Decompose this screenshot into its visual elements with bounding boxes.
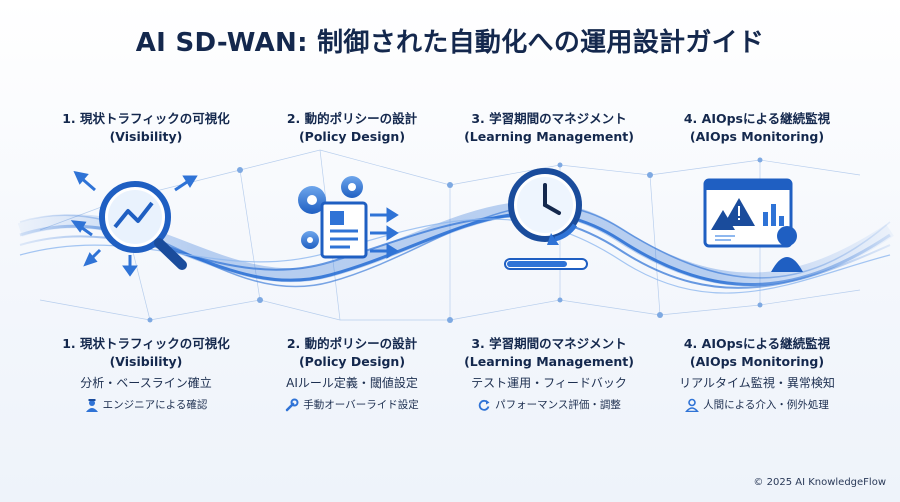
step-3-role-text: パフォーマンス評価・調整: [495, 399, 621, 411]
step-3-bottom-label: 3. 学習期間のマネジメント (Learning Management): [444, 335, 654, 371]
step-1-title: 1. 現状トラフィックの可視化: [62, 111, 230, 126]
step-2-subtitle: (Policy Design): [298, 129, 406, 144]
step-2-role: 手動オーバーライド設定: [247, 397, 457, 412]
refresh-icon: [478, 399, 490, 411]
step-3-description: テスト運用・フィードバック: [471, 376, 627, 390]
step-2-subtitle-repeat: (Policy Design): [298, 354, 406, 369]
step-1-top-label: 1. 現状トラフィックの可視化 (Visibility): [41, 110, 251, 146]
step-1-role-text: エンジニアによる確認: [102, 399, 208, 411]
step-4-title-repeat: 4. AIOpsによる継続監視: [683, 336, 831, 351]
step-4-description: リアルタイム監視・異常検知: [679, 376, 835, 390]
step-1-role: エンジニアによる確認: [41, 397, 251, 412]
step-4-subtitle: (AIOps Monitoring): [689, 129, 825, 144]
step-4-role-text: 人間による介入・例外処理: [703, 399, 829, 411]
step-1-subtitle: (Visibility): [109, 129, 183, 144]
step-3-title-repeat: 3. 学習期間のマネジメント: [471, 336, 627, 351]
step-3-subtitle-repeat: (Learning Management): [464, 354, 634, 369]
step-1-bottom-label: 1. 現状トラフィックの可視化 (Visibility): [41, 335, 251, 371]
step-3-role: パフォーマンス評価・調整: [444, 397, 654, 412]
person-icon: [685, 398, 700, 412]
step-4-title: 4. AIOpsによる継続監視: [683, 111, 831, 126]
wrench-icon: [286, 398, 299, 411]
step-4-role: 人間による介入・例外処理: [652, 397, 862, 412]
page-title: AI SD-WAN: 制御された自動化への運用設計ガイド: [135, 28, 765, 58]
step-1-title-repeat: 1. 現状トラフィックの可視化: [62, 336, 230, 351]
step-3-subtitle: (Learning Management): [464, 129, 634, 144]
step-2-role-text: 手動オーバーライド設定: [303, 399, 419, 411]
step-3-top-label: 3. 学習期間のマネジメント (Learning Management): [444, 110, 654, 146]
step-3-title: 3. 学習期間のマネジメント: [471, 111, 627, 126]
step-2-description: AIルール定義・閾値設定: [286, 376, 418, 390]
step-2-title-repeat: 2. 動的ポリシーの設計: [286, 336, 418, 351]
monitor-alert-icon: [703, 178, 803, 272]
step-1-description: 分析・ベースライン確立: [80, 376, 212, 390]
step-2-top-label: 2. 動的ポリシーの設計 (Policy Design): [247, 110, 457, 146]
magnifier-chart-icon: [70, 170, 198, 277]
step-4-subtitle-repeat: (AIOps Monitoring): [689, 354, 825, 369]
step-4-bottom-label: 4. AIOpsによる継続監視 (AIOps Monitoring): [652, 335, 862, 371]
clock-progress-icon: [504, 168, 588, 270]
copyright-text: © 2025 AI KnowledgeFlow: [753, 477, 886, 488]
step-2-title: 2. 動的ポリシーの設計: [286, 111, 418, 126]
engineer-icon: [85, 398, 98, 412]
gears-document-icon: [298, 176, 399, 259]
step-4-top-label: 4. AIOpsによる継続監視 (AIOps Monitoring): [652, 110, 862, 146]
step-1-subtitle-repeat: (Visibility): [109, 354, 183, 369]
step-2-bottom-label: 2. 動的ポリシーの設計 (Policy Design): [247, 335, 457, 371]
